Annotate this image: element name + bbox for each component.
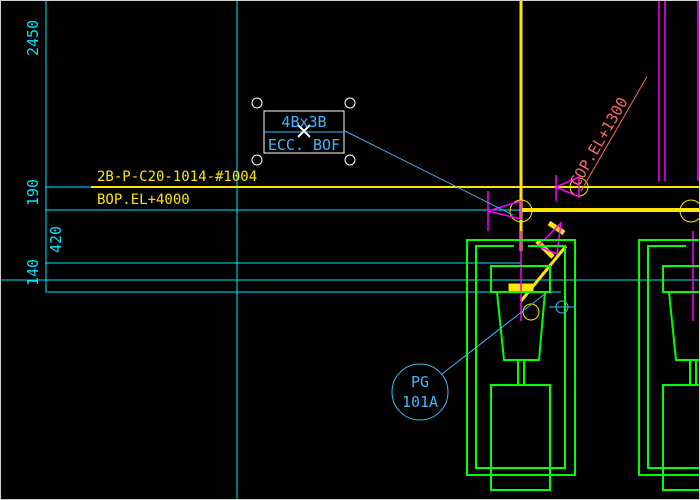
pipe-line-number: 2B-P-C20-1014-#1004 bbox=[97, 169, 257, 185]
instrument-tag-line1: PG bbox=[411, 373, 429, 391]
pump-unit-1 bbox=[466, 239, 576, 491]
grip-handles bbox=[251, 97, 356, 166]
magenta-lines bbox=[487, 1, 699, 321]
reducer-label[interactable]: 4Bx3B ECC. BOF bbox=[251, 97, 356, 166]
cop-elevation: COP.EL+1300 bbox=[566, 94, 631, 189]
instrument-tag-line2: 101A bbox=[402, 393, 438, 411]
pipes bbox=[91, 1, 699, 321]
pump-units bbox=[466, 239, 699, 491]
reducer-size: 4Bx3B bbox=[281, 113, 326, 131]
dim-420: 420 bbox=[47, 226, 65, 253]
bop-elevation: BOP.EL+4000 bbox=[97, 192, 190, 208]
pump-unit-2 bbox=[638, 239, 699, 491]
dim-190: 190 bbox=[24, 179, 42, 206]
dim-2450: 2450 bbox=[24, 20, 42, 56]
cursor-cross-icon bbox=[297, 124, 311, 138]
reducer-type: ECC. BOF bbox=[268, 136, 340, 154]
leader-lines bbox=[344, 130, 576, 421]
dim-140: 140 bbox=[24, 259, 42, 286]
